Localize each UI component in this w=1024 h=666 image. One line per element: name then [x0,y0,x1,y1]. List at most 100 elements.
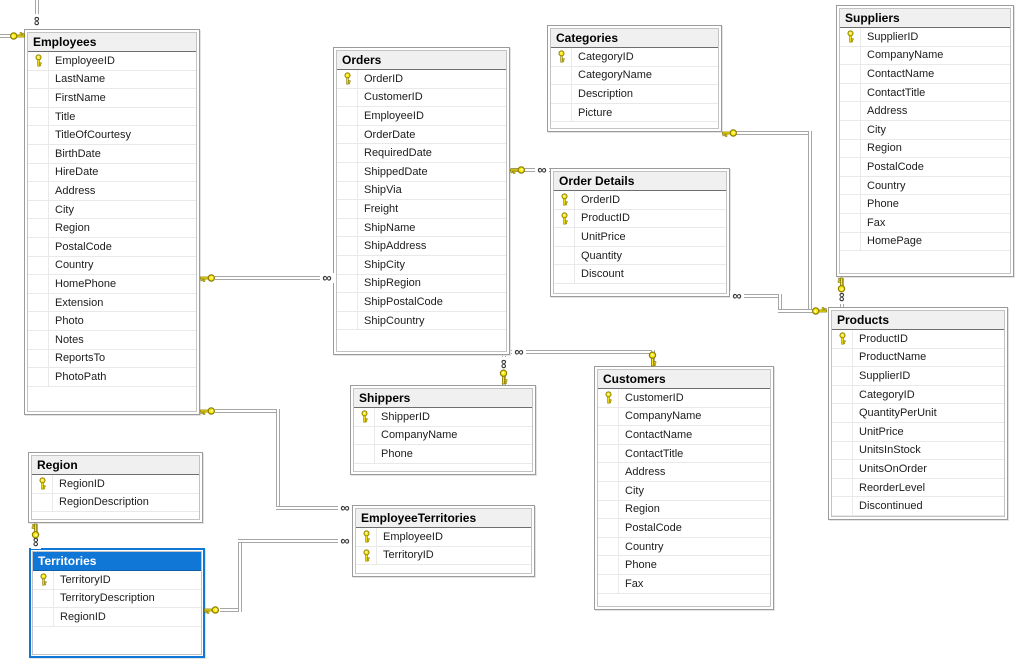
column-row[interactable]: Phone [354,445,532,464]
column-row[interactable]: EmployeeID [337,107,506,126]
column-row[interactable]: UnitPrice [554,228,726,247]
column-row[interactable]: Phone [840,195,1010,214]
column-row[interactable]: UnitsInStock [832,441,1004,461]
column-row[interactable]: ProductID [832,330,1004,349]
column-row[interactable]: HireDate [28,163,196,183]
column-row[interactable]: Discount [554,265,726,284]
column-row[interactable]: ContactName [598,426,770,445]
column-row[interactable]: Picture [551,103,718,123]
column-row[interactable]: Fax [840,213,1010,233]
column-row[interactable]: ShipRegion [337,274,506,294]
column-row[interactable]: TerritoryID [356,546,531,566]
column-row[interactable]: PostalCode [840,158,1010,177]
column-row[interactable]: SupplierID [840,28,1010,47]
column-row[interactable]: ShippedDate [337,162,506,182]
table-title[interactable]: Orders [337,51,506,70]
column-row[interactable]: ContactName [840,65,1010,84]
relationship-line-employees-employeeterritories[interactable] [215,409,280,413]
relationship-line-territories-employeeterritories[interactable] [238,539,339,543]
relationship-line-territories-employeeterritories[interactable] [220,608,242,612]
relationship-line-employees-orders[interactable] [215,276,333,280]
column-row[interactable]: ShipName [337,218,506,238]
column-row[interactable]: Address [598,463,770,482]
column-row[interactable]: HomePhone [28,275,196,294]
column-row[interactable]: City [598,481,770,501]
column-row[interactable]: PhotoPath [28,368,196,387]
column-row[interactable]: ProductName [832,348,1004,368]
column-row[interactable]: Discontinued [832,497,1004,516]
column-row[interactable]: CompanyName [354,426,532,446]
relationship-line-employees-self[interactable] [0,34,13,38]
column-row[interactable]: Fax [598,574,770,594]
column-row[interactable]: Description [551,85,718,104]
column-row[interactable]: City [28,200,196,220]
column-row[interactable]: Freight [337,200,506,219]
column-row[interactable]: EmployeeID [28,52,196,71]
column-row[interactable]: CustomerID [337,88,506,108]
column-row[interactable]: Address [840,102,1010,121]
column-row[interactable]: ShipCountry [337,311,506,331]
column-row[interactable]: RegionID [32,475,199,494]
column-row[interactable]: BirthDate [28,144,196,164]
table-title[interactable]: Territories [33,552,201,571]
column-row[interactable]: Title [28,107,196,127]
column-row[interactable]: Photo [28,312,196,331]
column-row[interactable]: ShipperID [354,408,532,427]
column-row[interactable]: ShipPostalCode [337,293,506,312]
table-title[interactable]: Employees [28,33,196,52]
column-row[interactable]: CategoryName [551,66,718,86]
column-row[interactable]: ShipVia [337,181,506,201]
column-row[interactable]: QuantityPerUnit [832,404,1004,423]
column-row[interactable]: UnitPrice [832,422,1004,442]
column-row[interactable]: CategoryID [551,48,718,67]
column-row[interactable]: SupplierID [832,367,1004,386]
relationship-line-categories-products[interactable] [808,131,812,313]
column-row[interactable]: CompanyName [840,46,1010,66]
table-title[interactable]: Region [32,456,199,475]
column-row[interactable]: PostalCode [598,519,770,538]
column-row[interactable]: OrderID [337,70,506,89]
relationship-line-orders-orderdetails[interactable] [510,168,550,172]
table-title[interactable]: EmployeeTerritories [356,509,531,528]
column-row[interactable]: TerritoryID [33,571,201,590]
relationship-line-products-orderdetails[interactable] [730,294,782,298]
relationship-line-employees-employeeterritories[interactable] [276,409,280,510]
relationship-line-employees-self[interactable] [35,0,39,15]
column-row[interactable]: Extension [28,293,196,313]
column-row[interactable]: ContactTitle [840,83,1010,103]
relationship-line-employees-employeeterritories[interactable] [276,506,340,510]
column-row[interactable]: Region [598,500,770,520]
column-row[interactable]: Quantity [554,246,726,266]
column-row[interactable]: Country [28,256,196,276]
column-row[interactable]: Address [28,182,196,201]
column-row[interactable]: Region [840,139,1010,159]
column-row[interactable]: LastName [28,70,196,90]
table-title[interactable]: Order Details [554,172,726,191]
column-row[interactable]: CustomerID [598,389,770,408]
column-row[interactable]: Country [598,537,770,557]
column-row[interactable]: FirstName [28,89,196,108]
column-row[interactable]: UnitsOnOrder [832,460,1004,479]
table-title[interactable]: Products [832,311,1004,330]
column-row[interactable]: HomePage [840,232,1010,252]
column-row[interactable]: EmployeeID [356,528,531,547]
column-row[interactable]: RegionDescription [32,493,199,513]
column-row[interactable]: Notes [28,330,196,350]
column-row[interactable]: ShipCity [337,255,506,275]
column-row[interactable]: CompanyName [598,407,770,427]
table-title[interactable]: Suppliers [840,9,1010,28]
column-row[interactable]: ShipAddress [337,237,506,256]
column-row[interactable]: TerritoryDescription [33,589,201,609]
table-title[interactable]: Customers [598,370,770,389]
column-row[interactable]: ReportsTo [28,349,196,369]
column-row[interactable]: Region [28,219,196,238]
relationship-line-territories-employeeterritories[interactable] [238,539,242,612]
